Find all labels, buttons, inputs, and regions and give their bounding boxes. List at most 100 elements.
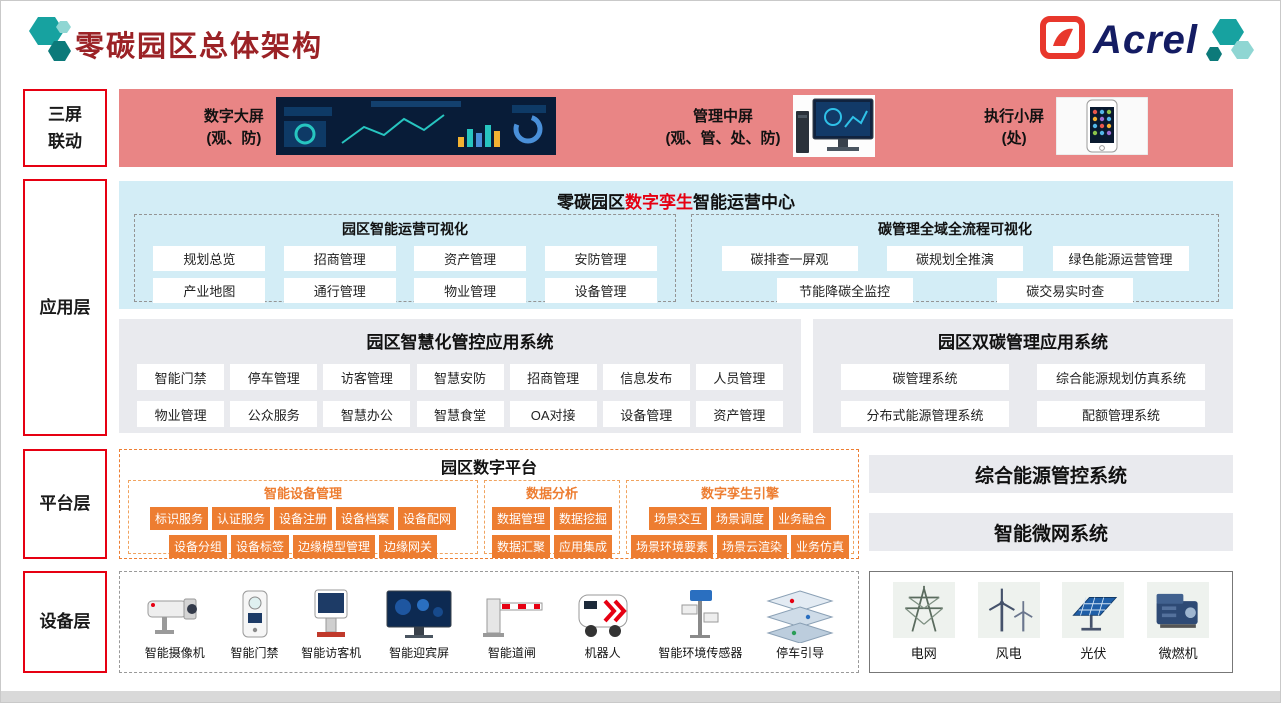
device-item-robot: 机器人	[569, 583, 637, 661]
platform-chip: 应用集成	[554, 535, 613, 558]
smart-ops-row-2: 产业地图通行管理物业管理设备管理	[135, 278, 675, 303]
parking-guidance-icon	[764, 583, 836, 643]
energy-label: 微燃机	[1158, 646, 1198, 661]
energy-item-grid: 电网	[892, 582, 955, 662]
device-label: 机器人	[584, 646, 621, 660]
screen-caption: 执行小屏 (处)	[984, 106, 1044, 151]
digital-platform-panel: 园区数字平台 智能设备管理 标识服务认证服务设备注册设备档案设备配网 设备分组设…	[119, 449, 859, 559]
carbon-sys-chip: 分布式能源管理系统	[841, 401, 1009, 427]
device-item-kiosk: 智能访客机	[301, 583, 361, 661]
screen-group-mid: 管理中屏 (观、管、处、防)	[666, 94, 875, 162]
device-label: 智能环境传感器	[658, 646, 743, 660]
energy-label: 光伏	[1080, 646, 1107, 661]
mgmt-module-chip: 信息发布	[602, 364, 690, 390]
layer-label-text: 三屏	[48, 104, 82, 124]
layer-label-text: 平台层	[39, 494, 91, 514]
welcome-screen-icon	[383, 583, 455, 643]
platform-chip: 边缘网关	[379, 535, 438, 558]
mgmt-module-chip: 物业管理	[137, 401, 225, 427]
mgmt-module-chip: 智慧办公	[323, 401, 411, 427]
carbon-ops-group: 碳管理全域全流程可视化 碳排查一屏观碳规划全推演绿色能源运营管理 节能降碳全监控…	[691, 214, 1219, 303]
device-label: 智能门禁	[230, 646, 279, 660]
smart-management-system-title: 园区智慧化管控应用系统	[366, 333, 554, 352]
platform-chip: 设备标签	[230, 535, 289, 558]
platform-chip: 场景交互	[648, 507, 707, 530]
app-module-chip: 招商管理	[283, 246, 396, 271]
platform-chip: 认证服务	[211, 507, 270, 530]
app-module-chip: 安防管理	[544, 246, 657, 271]
operation-center-title: 零碳园区数字孪生智能运营中心	[119, 181, 1233, 213]
screen-caption: 管理中屏 (观、管、处、防)	[666, 106, 781, 151]
platform-chip: 边缘模型管理	[293, 535, 376, 558]
screen-title: 数字大屏	[203, 107, 264, 125]
mgmt-module-chip: 设备管理	[602, 401, 690, 427]
dual-carbon-system-panel: 园区双碳管理应用系统 碳管理系统综合能源规划仿真系统 分布式能源管理系统配额管理…	[813, 319, 1233, 433]
brand-name: Acrel	[1092, 18, 1198, 62]
carbon-module-chip: 碳规划全推演	[887, 246, 1023, 271]
device-label: 停车引导	[776, 646, 825, 660]
carbon-module-chip: 碳交易实时查	[997, 278, 1134, 303]
digital-platform-title: 园区数字平台	[440, 460, 537, 477]
data-analysis-row-1: 数据管理数据挖掘	[485, 507, 619, 530]
mgmt-module-chip: 停车管理	[230, 364, 318, 390]
platform-chip: 数据管理	[491, 507, 550, 530]
platform-chip: 设备档案	[336, 507, 395, 530]
data-analysis-title: 数据分析	[525, 486, 578, 501]
platform-chip: 数据汇聚	[491, 535, 550, 558]
app-module-chip: 物业管理	[414, 278, 527, 303]
carbon-module-chip: 碳排查一屏观	[721, 246, 858, 271]
robot-icon	[569, 583, 637, 643]
smart-devices-panel: 智能摄像机 智能门禁 智能访	[119, 571, 859, 673]
screen-subtitle: (观、防)	[206, 130, 262, 147]
smart-microgrid-system-box: 智能微网系统	[869, 513, 1233, 551]
device-item-access: 智能门禁	[230, 583, 280, 661]
energy-label: 风电	[995, 646, 1022, 661]
mgmt-module-chip: 智慧安防	[416, 364, 504, 390]
screen-title: 管理中屏	[692, 107, 753, 125]
carbon-ops-row-1: 碳排查一屏观 碳规划全推演 绿色能源运营管理	[692, 246, 1218, 271]
data-analysis-group: 数据分析 数据管理数据挖掘 数据汇聚应用集成	[484, 480, 620, 558]
platform-chip: 场景环境要素	[630, 535, 713, 558]
data-analysis-row-2: 数据汇聚应用集成	[485, 535, 619, 558]
power-grid-icon	[892, 582, 955, 638]
decorative-hexagon-icon	[1206, 13, 1254, 68]
device-item-env-sensor: 智能环境传感器	[658, 583, 742, 661]
app-module-chip: 设备管理	[544, 278, 657, 303]
energy-devices-panel: 电网 风电	[869, 571, 1233, 673]
device-management-title: 智能设备管理	[263, 486, 342, 501]
device-mgmt-row-1: 标识服务认证服务设备注册设备档案设备配网	[129, 507, 477, 530]
dual-carbon-system-title: 园区双碳管理应用系统	[938, 333, 1108, 352]
screen-subtitle: (观、管、处、防)	[665, 130, 781, 147]
smart-mgmt-row-1: 智能门禁停车管理访客管理智慧安防招商管理信息发布人员管理	[119, 364, 801, 390]
carbon-ops-row-2: 节能降碳全监控碳交易实时查	[692, 278, 1218, 303]
device-mgmt-row-2: 设备分组设备标签边缘模型管理边缘网关	[129, 535, 477, 558]
smart-microgrid-system-label: 智能微网系统	[993, 523, 1108, 545]
access-control-icon	[230, 583, 280, 643]
layer-label-text: 设备层	[39, 612, 91, 632]
device-item-welcome-screen: 智能迎宾屏	[383, 583, 455, 661]
solar-panel-icon	[1062, 582, 1125, 638]
device-label: 智能访客机	[301, 646, 362, 660]
carbon-module-chip: 绿色能源运营管理	[1052, 246, 1189, 271]
three-screens-band: 数字大屏 (观、防)	[119, 89, 1233, 167]
energy-item-turbine: 微燃机	[1147, 582, 1210, 662]
smart-ops-title: 园区智能运营可视化	[342, 221, 468, 237]
carbon-sys-chip: 碳管理系统	[841, 364, 1009, 390]
energy-management-system-box: 综合能源管控系统	[869, 455, 1233, 493]
dual-carbon-row-1: 碳管理系统综合能源规划仿真系统	[813, 364, 1233, 390]
screen-title: 执行小屏	[984, 107, 1045, 125]
wind-turbine-icon	[977, 582, 1040, 638]
device-item-camera: 智能摄像机	[142, 583, 208, 661]
platform-chip: 场景调度	[710, 507, 769, 530]
energy-management-system-label: 综合能源管控系统	[974, 465, 1127, 487]
barrier-gate-icon	[477, 583, 547, 643]
app-module-chip: 规划总览	[153, 246, 266, 271]
app-module-chip: 资产管理	[414, 246, 527, 271]
bottom-strip	[1, 691, 1280, 702]
layer-label-application: 应用层	[23, 179, 107, 436]
micro-turbine-icon	[1147, 582, 1210, 638]
screen-group-small: 执行小屏 (处)	[984, 96, 1149, 160]
twin-engine-row-2: 场景环境要素场景云渲染业务仿真	[627, 535, 853, 558]
